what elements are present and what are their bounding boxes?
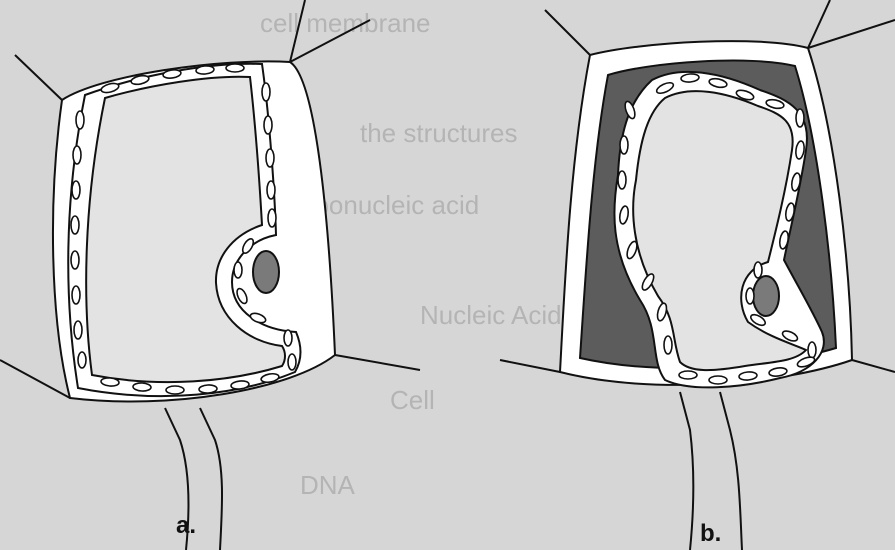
nucleus-a [253,251,279,293]
chloroplast-icon [234,262,242,278]
chloroplast-icon [796,109,804,127]
chloroplast-icon [267,181,275,199]
chloroplast-icon [284,330,292,346]
panel-a-label: a. [176,512,196,540]
chloroplast-icon [72,181,80,199]
chloroplast-icon [199,385,217,394]
chloroplast-icon [288,354,296,370]
panel-b-label: b. [700,520,721,548]
chloroplast-icon [133,383,151,392]
chloroplast-icon [754,262,762,278]
chloroplast-icon [74,321,82,339]
cell-a-turgid [0,0,420,550]
cell-b-plasmolyzed [500,0,895,550]
chloroplast-icon [78,352,86,368]
chloroplast-icon [664,336,672,354]
chloroplast-icon [262,83,270,101]
chloroplast-icon [71,251,79,269]
chloroplast-icon [166,386,184,394]
chloroplast-icon [266,149,274,167]
chloroplast-icon [73,146,81,164]
chloroplast-icon [264,116,272,134]
chloroplast-icon [620,136,628,154]
chloroplast-icon [746,288,754,304]
chloroplast-icon [72,286,80,304]
chloroplast-icon [618,171,626,189]
chloroplast-icon [808,342,816,358]
chloroplast-icon [709,376,727,384]
chloroplast-icon [71,216,79,234]
chloroplast-icon [76,111,84,129]
nucleus-b [753,276,779,316]
chloroplast-icon [226,64,244,72]
chloroplast-icon [679,371,697,379]
chloroplast-icon [268,209,276,227]
